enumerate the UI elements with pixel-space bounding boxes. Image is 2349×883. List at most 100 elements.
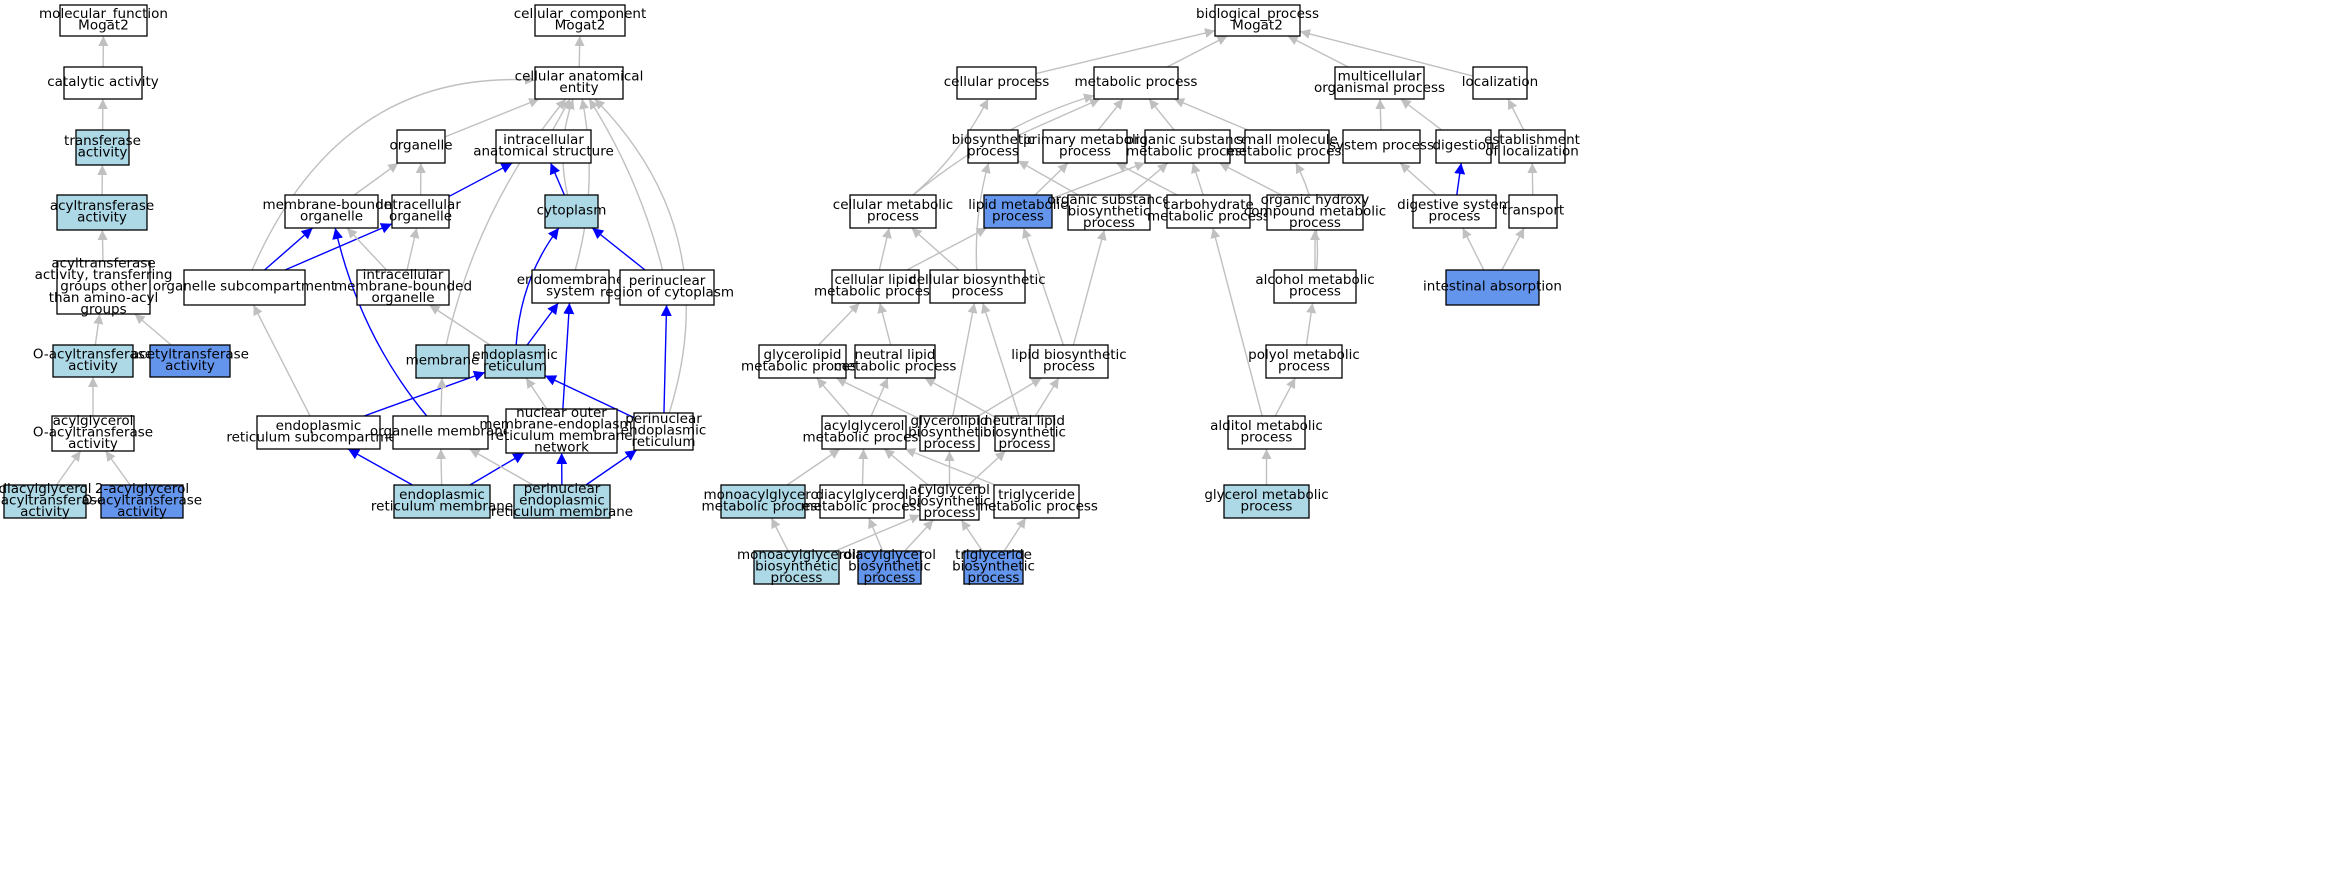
term-node-metabolic[interactable]: metabolic process [1075,66,1198,100]
edge-line [1022,227,1065,346]
term-label-line: endoplasmic [276,418,362,434]
term-label-line: diacylglycerol [815,487,908,503]
term-label-line: activity [20,504,70,520]
term-box [857,550,922,585]
term-node-intestinal[interactable]: intestinal absorption [1423,269,1562,306]
term-node-transport[interactable]: transport [1502,194,1564,229]
term-label-line: cellular metabolic [833,197,953,213]
term-box [396,129,446,164]
edge-intestinal-to-transport [1501,227,1525,271]
term-label-line: endoplasmic [472,347,558,363]
term-box [183,269,306,306]
term-node-catalytic[interactable]: catalytic activity [47,66,159,100]
term-label-line: cellular process [944,74,1050,90]
term-node-localization[interactable]: localization [1462,66,1538,100]
term-label-line: organelle [389,138,452,154]
term-node-osub[interactable]: organelle subcompartment [153,269,336,306]
term-label-line: glycerolipid [911,413,989,429]
term-node-cytoplasm[interactable]: cytoplasm [537,194,607,229]
term-node-membrane[interactable]: membrane [406,344,480,379]
term-box [758,344,847,379]
term-label-line: activity [78,144,128,160]
edge-multicellular-to-bp [1287,35,1349,68]
term-box [1067,194,1151,231]
term-label-line: transport [1502,203,1564,219]
edge-org_hydroxy-to-org_subst [1219,162,1282,196]
term-label-line: intracellular [363,267,444,283]
term-node-system-process[interactable]: system process [1329,129,1434,164]
term-label-line: Mogat2 [78,17,129,33]
term-label-line: process [999,436,1051,452]
edge-cellular_process-to-bp [1035,28,1216,75]
edge-metabolic-to-bp [1166,35,1228,68]
term-node-digestion[interactable]: digestion [1432,129,1495,164]
term-node-cellular-process[interactable]: cellular process [944,66,1050,100]
term-label-line: multicellular [1338,68,1422,84]
edge-org_subst_bio-to-biosynthetic [1017,160,1079,196]
term-node-nuc-outer[interactable]: nuclear outermembrane-endoplasmicreticul… [479,405,643,456]
term-label-line: digestive system [1397,197,1512,213]
edge-line [818,302,860,346]
term-box [1273,269,1357,304]
term-label-line: compound metabolic [1244,204,1386,220]
edge-line [1462,227,1485,271]
term-node-org-mem[interactable]: organelle membrane [370,415,511,450]
term-node-organelle[interactable]: organelle [389,129,453,164]
term-label-line: metabolic process [741,358,864,374]
